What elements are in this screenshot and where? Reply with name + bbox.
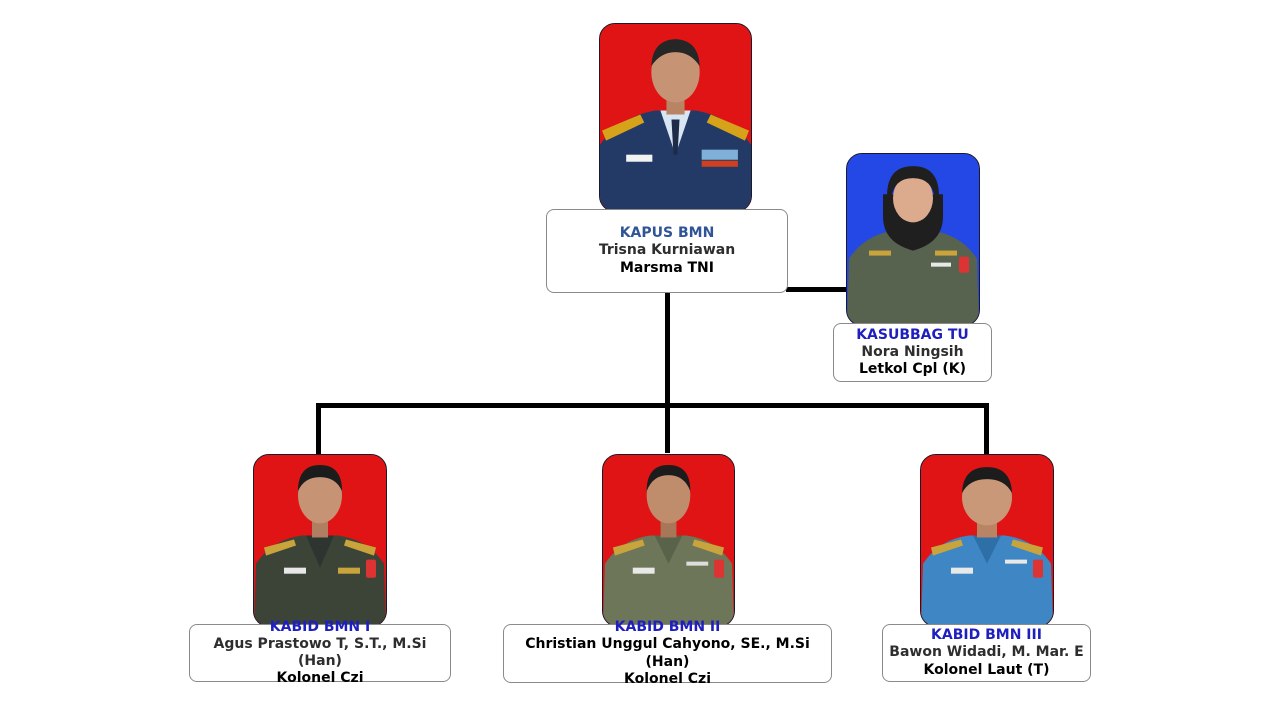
head-title: KAPUS BMN xyxy=(619,225,715,242)
division-2-name: Christian Unggul Cahyono, SE., M.Si (Han… xyxy=(525,636,810,670)
staff-rank: Letkol Cpl (K) xyxy=(859,361,966,378)
division-2-photo xyxy=(602,454,735,627)
division-2-rank: Kolonel Czi xyxy=(624,670,711,687)
portrait-army-officer-icon xyxy=(603,455,734,626)
division-1-title: KABID BMN I xyxy=(269,618,371,635)
connector-head-trunk xyxy=(665,292,670,453)
connector-horizontal-bar xyxy=(316,403,989,408)
division-1-name: Agus Prastowo T, S.T., M.Si (Han) xyxy=(213,635,427,669)
division-3-name: Bawon Widadi, M. Mar. E xyxy=(889,644,1084,661)
staff-card: KASUBBAG TU Nora Ningsih Letkol Cpl (K) xyxy=(833,323,992,382)
staff-title: KASUBBAG TU xyxy=(856,326,969,343)
portrait-air-force-officer-icon xyxy=(600,24,751,211)
connector-staff-branch xyxy=(786,287,848,292)
staff-photo xyxy=(846,153,980,326)
portrait-navy-officer-icon xyxy=(921,455,1053,626)
connector-division-3 xyxy=(984,403,989,454)
division-3-card: KABID BMN III Bawon Widadi, M. Mar. E Ko… xyxy=(882,624,1091,682)
division-3-photo xyxy=(920,454,1054,627)
head-rank: Marsma TNI xyxy=(619,259,714,276)
head-name: Trisna Kurniawan xyxy=(598,242,736,259)
division-3-title: KABID BMN III xyxy=(931,627,1042,644)
head-card: KAPUS BMN Trisna Kurniawan Marsma TNI xyxy=(546,209,788,293)
portrait-army-officer-hijab-icon xyxy=(847,154,979,325)
division-2-title: KABID BMN II xyxy=(614,619,721,636)
division-1-photo xyxy=(253,454,387,627)
connector-division-1 xyxy=(316,403,321,454)
division-3-rank: Kolonel Laut (T) xyxy=(923,661,1050,678)
division-1-card: KABID BMN I Agus Prastowo T, S.T., M.Si … xyxy=(189,619,451,686)
head-photo xyxy=(599,23,752,212)
staff-name: Nora Ningsih xyxy=(861,343,964,360)
division-2-card: KABID BMN II Christian Unggul Cahyono, S… xyxy=(503,619,832,687)
division-1-rank: Kolonel Czi xyxy=(276,670,364,687)
portrait-army-officer-icon xyxy=(254,455,386,626)
